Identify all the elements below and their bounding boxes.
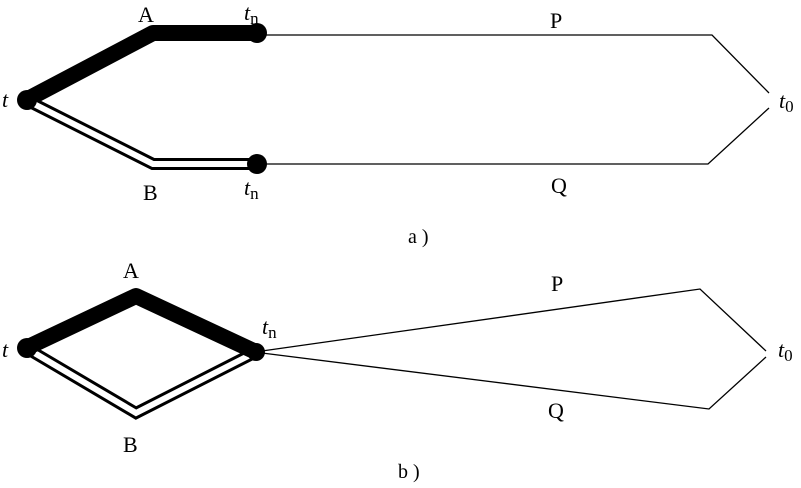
- junction-t: [17, 90, 37, 110]
- label-p: P: [550, 8, 562, 33]
- conductor-b-hollow-inner: [24, 97, 256, 167]
- conductor-a-thick: [18, 288, 264, 360]
- label-tn-top-sub: n: [250, 9, 259, 28]
- label-a: A: [138, 2, 154, 27]
- label-t0: t0: [778, 337, 793, 365]
- diagram-a: A B t tn tn P Q t0 a ): [2, 0, 794, 248]
- caption-b: b ): [398, 461, 420, 483]
- label-t: t: [2, 87, 9, 112]
- wire-q: [264, 107, 770, 165]
- wire-q: [261, 352, 767, 410]
- wire-p: [261, 288, 767, 352]
- junction-tn-top: [247, 23, 267, 43]
- conductor-a-thick: [18, 25, 264, 108]
- label-a: A: [123, 258, 139, 283]
- junction-tn-bottom: [247, 154, 267, 174]
- label-tn-top-main: t: [244, 0, 251, 25]
- diagram-b: A B t tn P Q t0 b ): [2, 258, 793, 483]
- conductor-b-hollow-outer: [23, 94, 256, 170]
- label-t0-main: t: [778, 337, 785, 362]
- label-b: B: [143, 180, 158, 205]
- conductor-b-hollow-inner: [24, 345, 258, 417]
- conductor-b-hollow-outer: [22, 342, 259, 420]
- label-tn: tn: [262, 314, 277, 342]
- label-tn-top: tn: [244, 0, 259, 28]
- label-t0-sub: 0: [785, 97, 794, 116]
- caption-a: a ): [408, 226, 429, 248]
- label-tn-bottom-sub: n: [250, 184, 259, 203]
- junction-t: [17, 338, 37, 358]
- label-q: Q: [551, 173, 567, 198]
- label-tn-bottom: tn: [244, 175, 259, 203]
- label-t0-main: t: [779, 88, 786, 113]
- label-tn-bottom-main: t: [244, 175, 251, 200]
- label-t: t: [2, 337, 9, 362]
- label-t0-sub: 0: [784, 346, 793, 365]
- junction-tn: [247, 343, 265, 361]
- label-q: Q: [548, 398, 564, 423]
- label-b: B: [123, 432, 138, 457]
- label-tn-sub: n: [268, 323, 277, 342]
- label-tn-main: t: [262, 314, 269, 339]
- label-p: P: [551, 271, 563, 296]
- wire-p: [264, 34, 770, 94]
- label-t0: t0: [779, 88, 794, 116]
